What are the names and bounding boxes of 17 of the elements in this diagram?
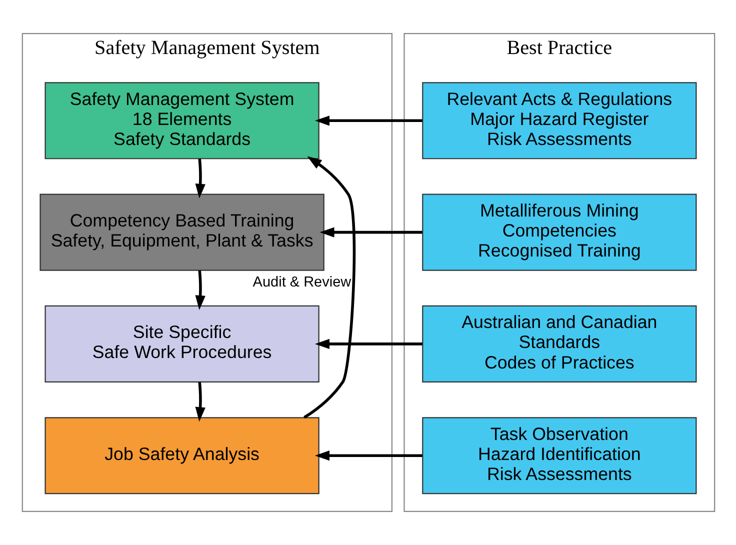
arrow (314, 338, 422, 350)
node-box: Job Safety Analysis (44, 417, 319, 494)
node-box: Relevant Acts & Regulations Major Hazard Register Risk Assessments (422, 82, 696, 160)
arrow (319, 227, 422, 238)
arrow (194, 270, 205, 310)
edge-label: Audit & Review (252, 274, 351, 291)
node-box: Safety Management System 18 Elements Safety Standards (44, 82, 319, 160)
node-box: Task Observation Hazard Identification Risk Assessments (422, 417, 696, 494)
node-box: Australian and Canadian Standards Codes of Practices (422, 305, 696, 382)
arrow (194, 382, 205, 422)
arrow (194, 158, 205, 198)
arrow (314, 116, 422, 126)
node-box: Metalliferous Mining Competencies Recognised Training (422, 194, 696, 271)
arrow (303, 156, 356, 419)
node-box: Site Specific Safe Work Procedures (44, 305, 319, 382)
node-box: Competency Based Training Safety, Equipment, Plant & Tasks (39, 194, 324, 271)
arrow (314, 450, 422, 461)
